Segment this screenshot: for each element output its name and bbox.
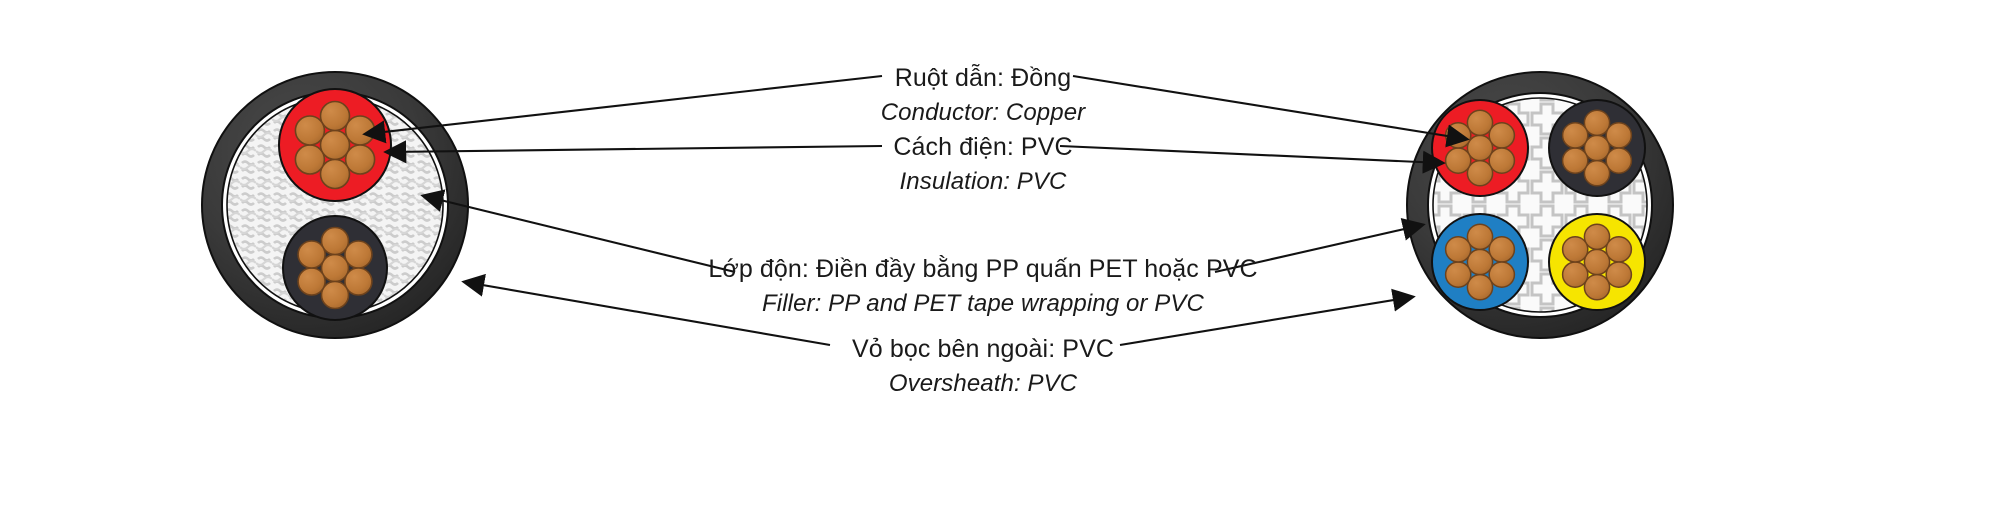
label-conductor: Ruột dẫn: Đồng Conductor: Copper xyxy=(881,63,1086,126)
conductor-strands-black-left xyxy=(297,226,373,310)
label-filler: Lớp độn: Điền đầy bằng PP quấn PET hoặc … xyxy=(708,254,1257,317)
label-conductor-vi: Ruột dẫn: Đồng xyxy=(895,63,1072,92)
core-blue-right xyxy=(1431,213,1529,311)
core-red-right xyxy=(1431,99,1529,197)
label-insulation-vi: Cách điện: PVC xyxy=(893,133,1072,161)
label-conductor-en: Conductor: Copper xyxy=(881,99,1086,126)
core-black-left xyxy=(282,215,388,321)
two-core-cable xyxy=(201,71,469,339)
core-yellow-right xyxy=(1548,213,1646,311)
leader-oversheath xyxy=(461,273,1416,347)
label-oversheath: Vỏ bọc bên ngoài: PVC Oversheath: PVC xyxy=(852,335,1114,397)
label-filler-vi: Lớp độn: Điền đầy bằng PP quấn PET hoặc … xyxy=(708,254,1257,283)
four-core-cable xyxy=(1406,71,1674,339)
label-insulation: Cách điện: PVC Insulation: PVC xyxy=(893,133,1072,195)
label-filler-en: Filler: PP and PET tape wrapping or PVC xyxy=(762,290,1204,317)
leader-conductor xyxy=(362,74,1470,148)
core-red-left xyxy=(278,88,392,202)
conductor-strands-red-left xyxy=(294,100,376,190)
leader-insulation xyxy=(383,140,1446,174)
label-oversheath-vi: Vỏ bọc bên ngoài: PVC xyxy=(852,335,1114,363)
label-insulation-en: Insulation: PVC xyxy=(900,168,1067,195)
conductor-strands-black-right xyxy=(1561,109,1633,187)
label-oversheath-en: Oversheath: PVC xyxy=(889,370,1078,397)
conductor-strands-yellow-right xyxy=(1561,223,1633,301)
conductor-strands-blue-right xyxy=(1444,223,1516,301)
leader-filler xyxy=(420,189,1426,274)
core-black-right xyxy=(1548,99,1646,197)
